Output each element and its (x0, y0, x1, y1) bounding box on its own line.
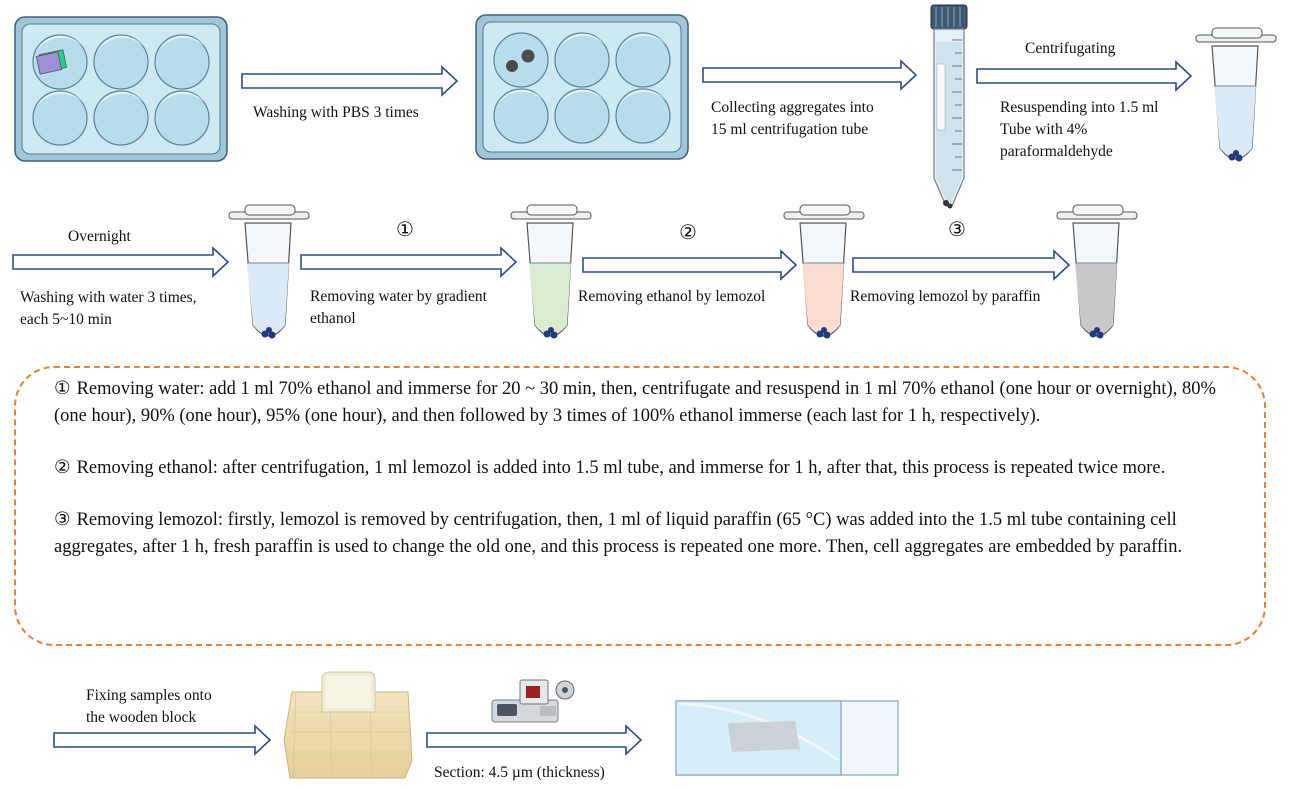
arrow-step2 (582, 249, 798, 281)
arrow-section (426, 724, 643, 756)
arrow-step1 (300, 246, 518, 278)
microtube-ethanol (510, 204, 592, 339)
marker-step-3: ③ (948, 219, 966, 241)
label-fixing-1: Fixing samples onto (86, 687, 212, 704)
glass-slide-with-section (675, 700, 899, 776)
microtube-paraffin (1056, 204, 1138, 339)
protocol-step-2-text: Removing ethanol: after centrifugation, … (76, 458, 1166, 478)
label-collect-1: Collecting aggregates into (711, 99, 874, 116)
label-overnight: Overnight (68, 228, 131, 245)
label-remove-ethanol: Removing ethanol by lemozol (578, 288, 766, 305)
arrow-wash-pbs (241, 65, 459, 97)
centrifuge-tube-15ml (930, 4, 968, 209)
arrow-overnight (12, 246, 230, 278)
label-resuspend-2: Tube with 4% (1000, 121, 1088, 138)
protocol-step-1-marker: ① (54, 379, 71, 399)
label-centrifuging: Centrifugating (1025, 40, 1116, 57)
well-plate-with-membrane (14, 16, 228, 162)
cell-aggregate-icon (506, 49, 535, 72)
label-collect-2: 15 ml centrifugation tube (711, 121, 869, 138)
microtube-pfa (1195, 27, 1277, 162)
well-plate-with-aggregates (475, 14, 689, 160)
label-resuspend-1: Resuspending into 1.5 ml (1000, 99, 1159, 116)
microtome-icon (491, 679, 575, 723)
arrow-centrifuge (976, 60, 1193, 92)
label-fixing-2: the wooden block (86, 709, 197, 726)
microtube-water (228, 204, 310, 339)
protocol-step-2-marker: ② (54, 458, 71, 478)
label-remove-water-2: ethanol (310, 310, 356, 327)
arrow-collect (702, 59, 918, 91)
label-resuspend-3: paraformaldehyde (1000, 143, 1113, 160)
wooden-block-with-paraffin (283, 671, 413, 779)
membrane-icon (35, 49, 68, 75)
label-wash-water-2: each 5~10 min (20, 311, 112, 328)
label-wash-water-1: Washing with water 3 times, (20, 289, 197, 306)
label-section: Section: 4.5 µm (thickness) (434, 764, 605, 781)
protocol-step-3-text: Removing lemozol: firstly, lemozol is re… (54, 510, 1183, 557)
label-wash-pbs: Washing with PBS 3 times (253, 104, 419, 121)
arrow-step3 (852, 249, 1071, 281)
marker-step-2: ② (679, 222, 697, 244)
arrow-fixing (53, 724, 272, 756)
protocol-step-3-marker: ③ (54, 510, 71, 530)
protocol-step-1-text: Removing water: add 1 ml 70% ethanol and… (54, 379, 1216, 426)
marker-step-1: ① (396, 219, 414, 241)
label-remove-water-1: Removing water by gradient (310, 288, 487, 305)
microtube-lemozol (783, 204, 865, 339)
label-remove-lemozol: Removing lemozol by paraffin (850, 288, 1041, 305)
